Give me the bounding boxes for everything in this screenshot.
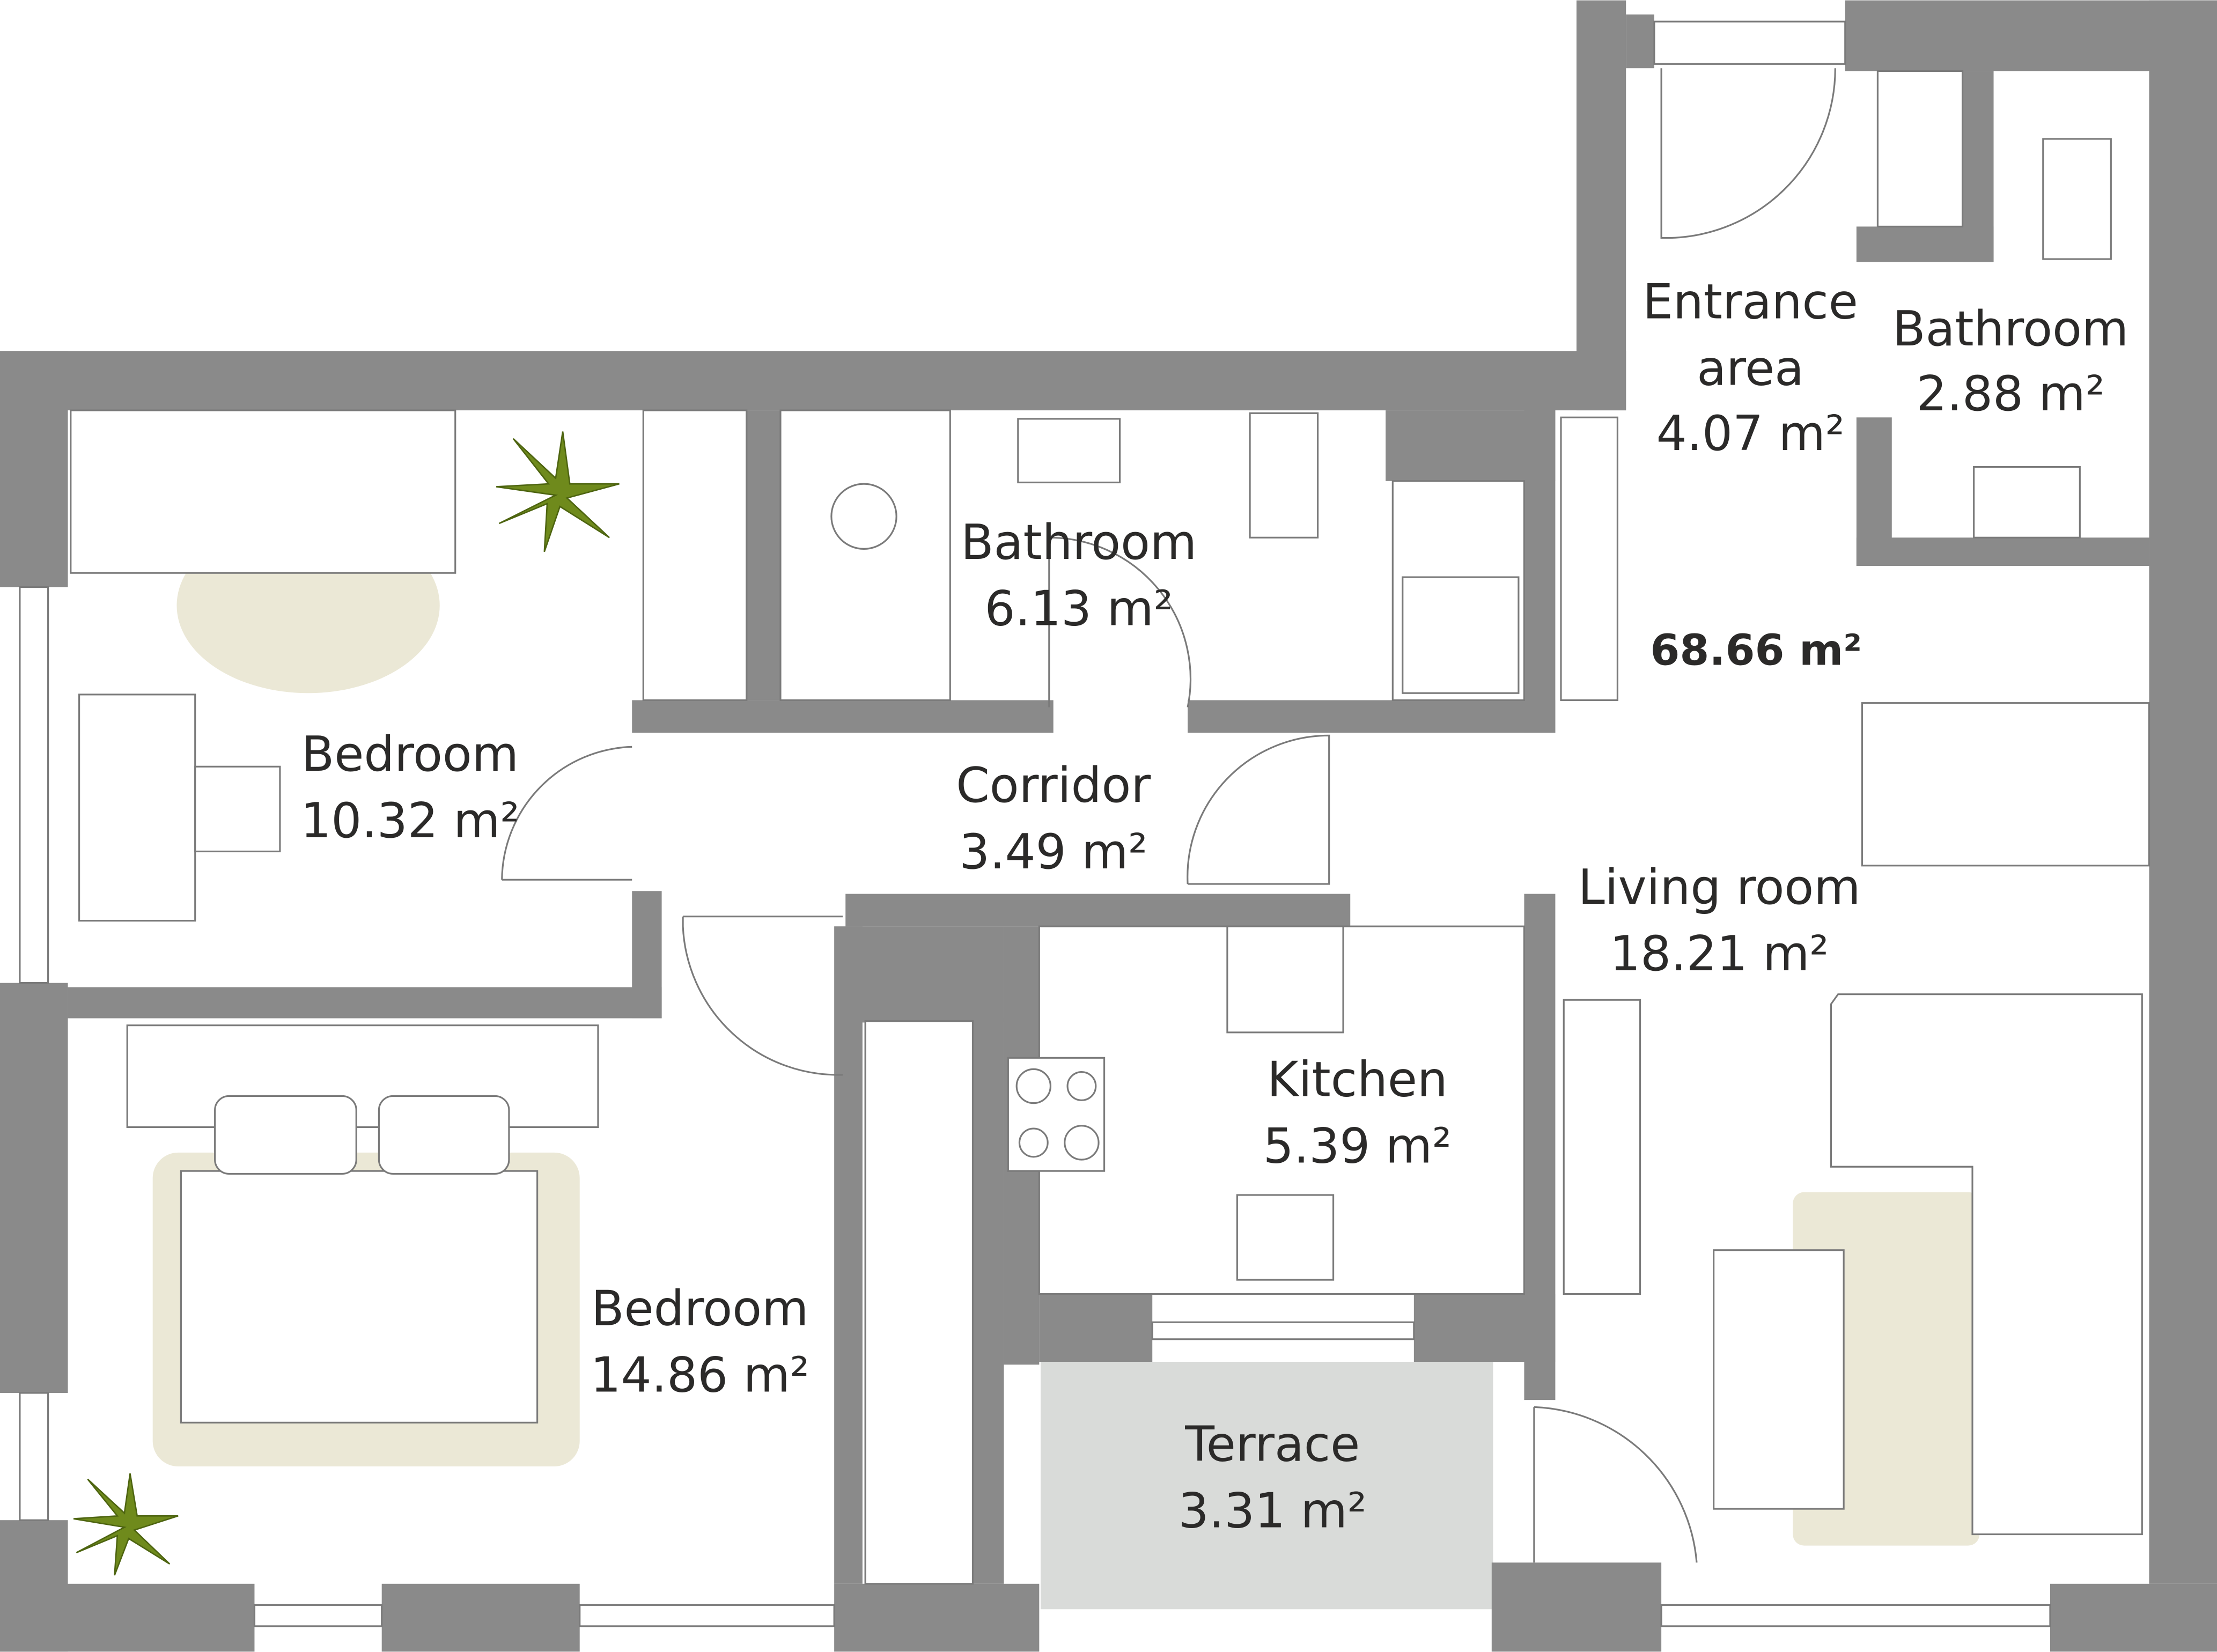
living-room-name: Living room (1578, 860, 1861, 916)
entrance-area: 4.07 m² (1656, 406, 1845, 462)
bathroom-large-area: 6.13 m² (985, 581, 1173, 637)
terrace-area: 3.31 m² (1179, 1483, 1367, 1539)
fixtures (19, 20, 2150, 1627)
room-labels: Entrance area 4.07 m² Bathroom 2.88 m² B… (300, 275, 2128, 1539)
entrance-name: Entrance (1643, 275, 1858, 330)
bedroom-large-area: 14.86 m² (591, 1347, 809, 1403)
terrace-floor (1040, 1361, 1493, 1610)
terrace-name: Terrace (1184, 1417, 1360, 1472)
kitchen-area: 5.39 m² (1263, 1118, 1452, 1174)
living-room-area: 18.21 m² (1610, 926, 1829, 982)
corridor-name: Corridor (956, 758, 1151, 814)
total-area: 68.66 m² (1650, 626, 1862, 675)
bedroom-small-area: 10.32 m² (300, 793, 519, 849)
bathroom-small-name: Bathroom (1892, 301, 2128, 357)
entrance-name2: area (1697, 341, 1804, 397)
bathroom-large-name: Bathroom (961, 515, 1197, 571)
bathroom-small-area: 2.88 m² (1917, 366, 2105, 422)
bedroom-large-name: Bedroom (591, 1281, 808, 1337)
kitchen-name: Kitchen (1267, 1052, 1448, 1108)
plants (73, 431, 620, 1576)
corridor-area: 3.49 m² (959, 824, 1147, 880)
bedroom-small-name: Bedroom (301, 727, 519, 783)
